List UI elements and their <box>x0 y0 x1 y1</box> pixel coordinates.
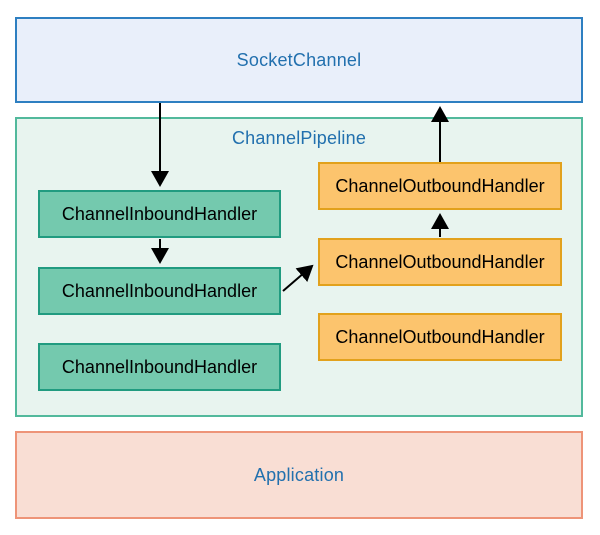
channelinboundhandler-box-3: ChannelInboundHandler <box>38 343 281 391</box>
channelinboundhandler-box-1: ChannelInboundHandler <box>38 190 281 238</box>
channelinboundhandler-box-2: ChannelInboundHandler <box>38 267 281 315</box>
channeloutboundhandler-label-1: ChannelOutboundHandler <box>335 175 545 196</box>
channeloutboundhandler-label-2: ChannelOutboundHandler <box>335 251 545 272</box>
application-label: Application <box>253 464 345 485</box>
channeloutboundhandler-box-2: ChannelOutboundHandler <box>318 238 562 286</box>
channeloutboundhandler-label-3: ChannelOutboundHandler <box>335 326 545 347</box>
channelinboundhandler-label-1: ChannelInboundHandler <box>61 203 258 224</box>
channelpipeline-label: ChannelPipeline <box>231 128 367 148</box>
channelinboundhandler-label-3: ChannelInboundHandler <box>61 356 258 377</box>
socketchannel-label: SocketChannel <box>236 49 362 70</box>
channeloutboundhandler-box-3: ChannelOutboundHandler <box>318 313 562 361</box>
channeloutboundhandler-box-1: ChannelOutboundHandler <box>318 162 562 210</box>
socketchannel-box: SocketChannel <box>15 17 583 103</box>
application-box: Application <box>15 431 583 519</box>
channelinboundhandler-label-2: ChannelInboundHandler <box>61 280 258 301</box>
